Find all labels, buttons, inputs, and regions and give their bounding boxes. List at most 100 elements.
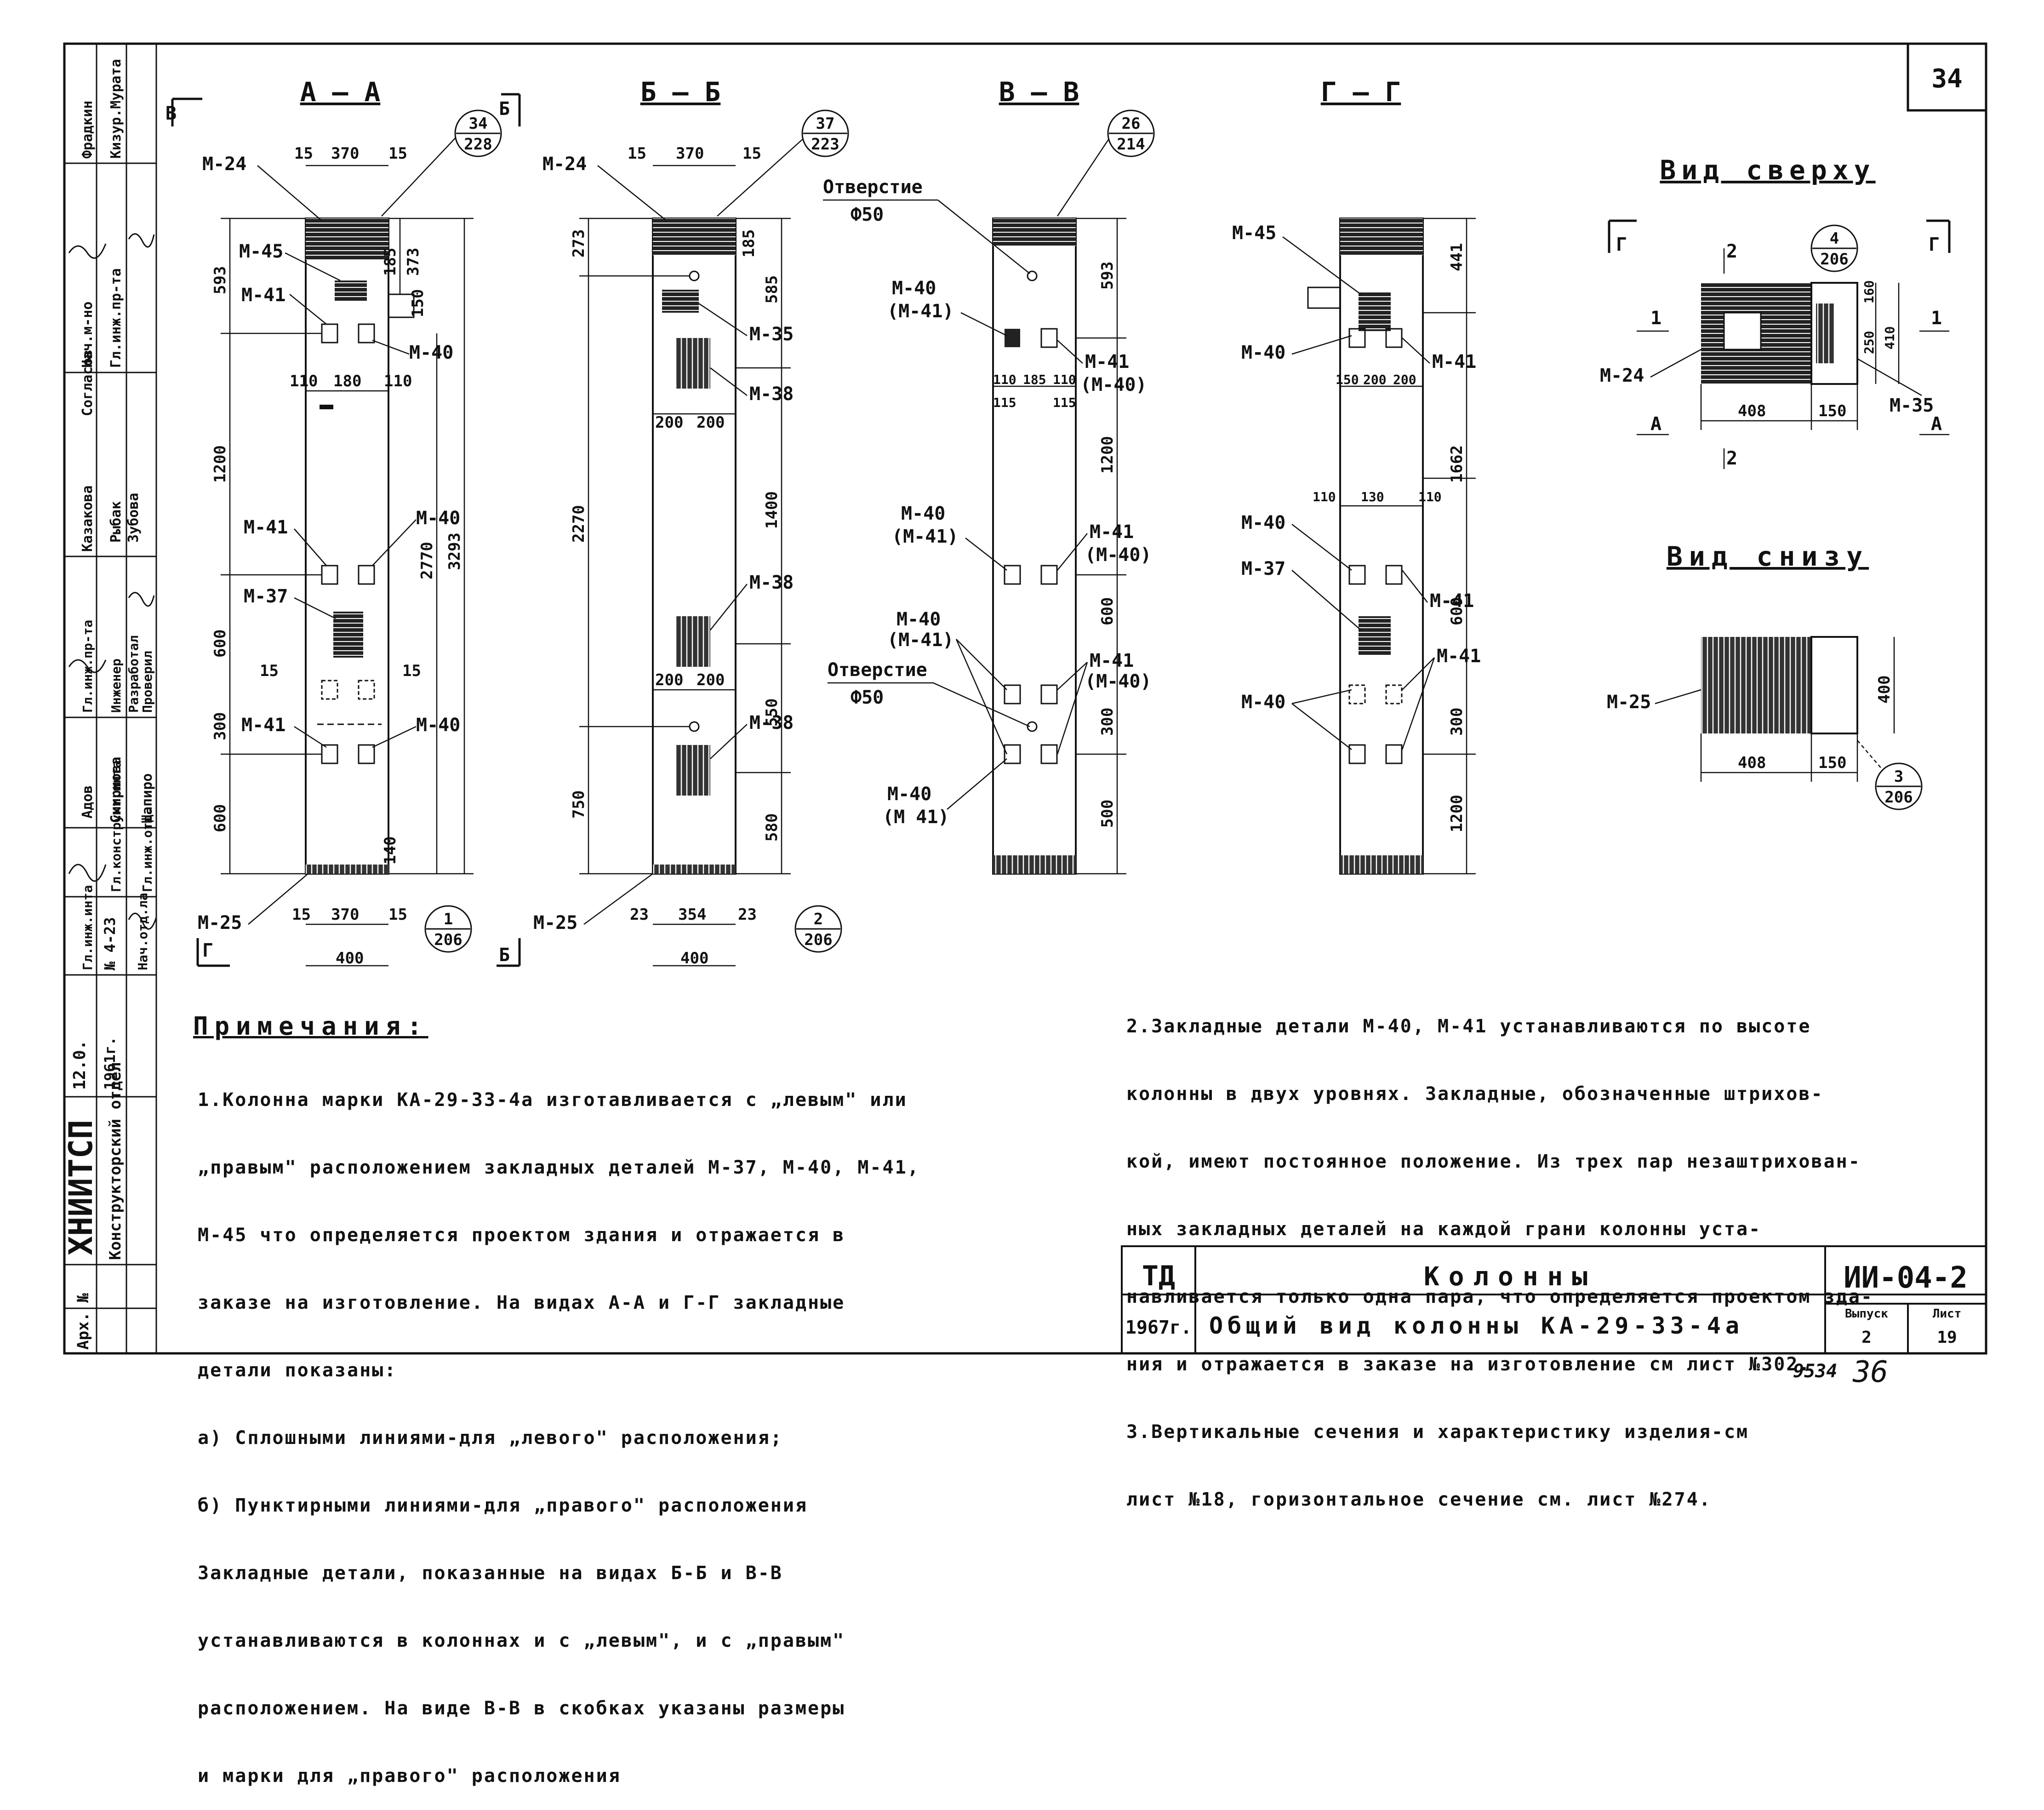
- tb-issue-label: Выпуск: [1845, 1307, 1888, 1321]
- drawing-line: 2: [814, 910, 823, 928]
- drawing-line: [1348, 328, 1366, 348]
- drawing-line: [1340, 218, 1423, 255]
- drawing-line: [1004, 565, 1021, 585]
- drawing-line: [196, 938, 230, 967]
- drawing-line: [68, 233, 157, 930]
- bb-callout-top: 37 223: [801, 109, 849, 157]
- aa-d15a: 15: [294, 144, 313, 163]
- tv-d250: 250: [1861, 331, 1877, 354]
- bv-m25: М-25: [1607, 692, 1651, 713]
- vv-d110b: 110: [1053, 372, 1076, 387]
- aa-m37: М-37: [244, 586, 288, 607]
- vv-d593: 593: [1098, 262, 1117, 290]
- vv-m41b-alt: (М-40): [1085, 544, 1152, 566]
- stamp-row-role: Нач.отд.ла: [135, 893, 150, 970]
- stamp-row-name: Зубова: [126, 493, 142, 543]
- vv-m40d: М-40: [887, 784, 931, 805]
- drawing-line: [1857, 358, 1922, 396]
- gg-d441: 441: [1448, 243, 1466, 271]
- drawing-line: [1926, 219, 1951, 253]
- tv-a-r: А: [1931, 413, 1942, 435]
- bv-d400: 400: [1875, 676, 1894, 704]
- drawing-line: [676, 616, 710, 667]
- tv-d410: 410: [1882, 326, 1897, 349]
- stamp-row-name: Шапиро: [139, 773, 155, 823]
- aa-d600b: 600: [211, 804, 229, 832]
- sheet-number-box: 34: [1907, 42, 1987, 112]
- aa-d180: 180: [333, 372, 361, 390]
- drawing-line: 26: [1122, 115, 1141, 133]
- vv-m41: М-41: [1085, 351, 1129, 372]
- drawing-line: 206: [1820, 250, 1848, 269]
- vv-d115b: 115: [1053, 395, 1076, 410]
- vv-m40b: М-40: [901, 503, 945, 524]
- archive-page: 36: [1852, 1355, 1888, 1389]
- drawing-line: [320, 405, 333, 409]
- note-line: 2.Закладные детали М-40, М-41 устанавлив…: [1126, 1016, 1811, 1037]
- drawing-line: [306, 865, 388, 874]
- drawing-line: [1348, 744, 1366, 764]
- tv-m24: М-24: [1600, 365, 1644, 386]
- bv-callout: 3 206: [1875, 762, 1923, 810]
- stamp-date2: 1961г.: [101, 1037, 119, 1090]
- aa-m40-b: М-40: [416, 508, 460, 529]
- drawing-line: 4: [1830, 229, 1839, 248]
- drawing-line: [1402, 570, 1428, 603]
- aa-d300: 300: [211, 712, 229, 740]
- drawing-line: [993, 218, 1126, 875]
- aa-leaders: [248, 133, 460, 925]
- stamp-row-name: Адов: [80, 785, 96, 819]
- drawing-line: [1402, 338, 1430, 364]
- drawing-line: [221, 165, 474, 967]
- drawing-line: [155, 43, 1987, 1354]
- note-line: лист №18, горизонтальное сечение см. лис…: [1126, 1489, 1712, 1510]
- column-gg: [1307, 218, 1476, 875]
- drawing-line: [294, 726, 327, 748]
- stamp-org: ХНИИТСП: [62, 1120, 100, 1255]
- left-stamp: [64, 44, 156, 1353]
- drawing-line: [305, 218, 389, 875]
- drawing-line: [698, 303, 748, 337]
- drawing-line: 34: [469, 115, 488, 133]
- tv-two-t: 2: [1726, 241, 1737, 262]
- bb-d185: 185: [740, 229, 758, 258]
- vv-hole: Отверстие: [823, 177, 923, 198]
- sheet-number: 34: [1931, 64, 1962, 94]
- view-title-bottom: Вид снизу: [1667, 541, 1869, 572]
- drawing-line: [321, 744, 338, 764]
- drawing-line: [1857, 740, 1885, 773]
- drawing-line: [294, 528, 327, 566]
- vv-d115a: 115: [993, 395, 1016, 410]
- bb-d354: 354: [678, 905, 706, 924]
- drawing-line: [1004, 744, 1021, 764]
- drawing-line: [358, 565, 375, 585]
- stamp-code: № 4-23: [101, 917, 119, 970]
- drawing-line: [1637, 248, 1949, 469]
- bb-d750: 750: [570, 790, 588, 819]
- note-line: б) Пунктирными линиями-для „правого" рас…: [198, 1495, 808, 1516]
- drawing-line: [285, 252, 341, 281]
- marker-b-right: Б: [499, 98, 510, 120]
- bb-m38c: М-38: [749, 712, 794, 733]
- drawing-line: [1057, 533, 1088, 571]
- vv-m40c-alt: (М-41): [887, 630, 954, 651]
- drawing-line: [1121, 1245, 1987, 1354]
- stamp-date1: 12.0.: [70, 1040, 89, 1090]
- note-line: детали показаны:: [198, 1360, 397, 1381]
- bb-m38b: М-38: [749, 572, 794, 593]
- gg-d600: 600: [1448, 597, 1466, 625]
- drawing-line: [1040, 328, 1058, 348]
- drawing-line: [947, 758, 1007, 810]
- drawing-line: [717, 133, 810, 217]
- drawing-line: [1340, 855, 1423, 874]
- marker-g-left: Г: [1616, 234, 1627, 255]
- note-line: Закладные детали, показанные на видах Б-…: [198, 1563, 783, 1584]
- view-title-top: Вид сверху: [1660, 155, 1875, 186]
- vv-m40: М-40: [892, 278, 936, 299]
- gg-m37: М-37: [1241, 558, 1285, 579]
- tb-issue: 2: [1861, 1328, 1872, 1347]
- drawing-line: [381, 133, 460, 217]
- bb-m25: М-25: [533, 912, 577, 934]
- vv-d500: 500: [1098, 800, 1117, 828]
- bb-d2270: 2270: [570, 505, 588, 543]
